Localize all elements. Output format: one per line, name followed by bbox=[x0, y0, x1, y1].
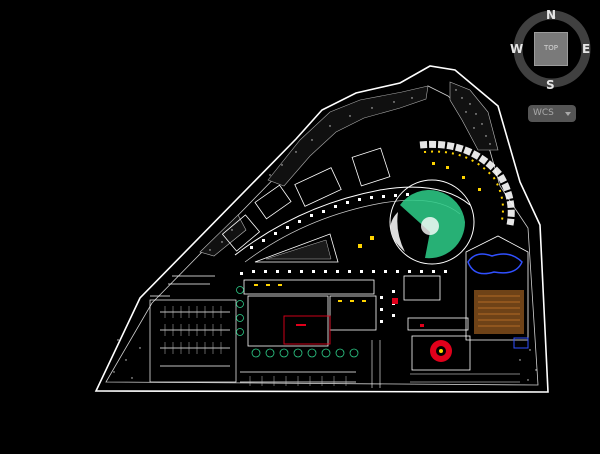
viewcube-face-label: TOP bbox=[543, 44, 558, 52]
viewcube-compass-ring[interactable] bbox=[510, 6, 596, 92]
east-building-hall bbox=[474, 290, 524, 334]
triangular-plaza-inner bbox=[265, 239, 332, 260]
central-buildings bbox=[243, 275, 469, 347]
round-plaza-leaf bbox=[390, 212, 405, 252]
red-accent-marks bbox=[296, 298, 424, 327]
ucs-menu-label: WCS bbox=[533, 108, 554, 118]
viewcube-top-face[interactable]: TOP bbox=[534, 32, 568, 66]
compass-south-label[interactable]: S bbox=[546, 78, 555, 92]
courtyard-trees-row bbox=[236, 286, 359, 358]
landscape-strip-north bbox=[267, 85, 429, 187]
parking-stalls bbox=[164, 306, 347, 386]
site-boundary bbox=[94, 65, 549, 393]
red-fountain bbox=[430, 340, 452, 362]
curved-access-road bbox=[234, 186, 471, 256]
ucs-menu-button[interactable]: WCS bbox=[528, 105, 576, 122]
parking-south-east bbox=[371, 340, 520, 388]
speckle-hatch bbox=[113, 89, 537, 381]
furniture-marks bbox=[254, 162, 481, 302]
north-buildings bbox=[221, 147, 391, 252]
compass-west-label[interactable]: W bbox=[510, 42, 524, 56]
blue-pool bbox=[467, 253, 523, 275]
red-courtyard-outline bbox=[283, 315, 331, 345]
fountain-plaza bbox=[411, 335, 471, 371]
round-plaza-outer bbox=[389, 179, 475, 265]
compass-east-label[interactable]: E bbox=[582, 42, 591, 56]
triangular-plaza bbox=[254, 233, 339, 263]
round-plaza-core bbox=[421, 217, 439, 235]
chevron-down-icon bbox=[565, 112, 571, 116]
landscape-strip-northeast bbox=[449, 81, 499, 151]
east-building bbox=[465, 235, 529, 341]
blue-pool-deck bbox=[513, 337, 529, 349]
compass-north-label[interactable]: N bbox=[546, 8, 557, 22]
east-building-seating bbox=[478, 295, 520, 327]
west-entrance bbox=[150, 275, 215, 297]
curved-unit-block-furniture bbox=[423, 150, 504, 221]
